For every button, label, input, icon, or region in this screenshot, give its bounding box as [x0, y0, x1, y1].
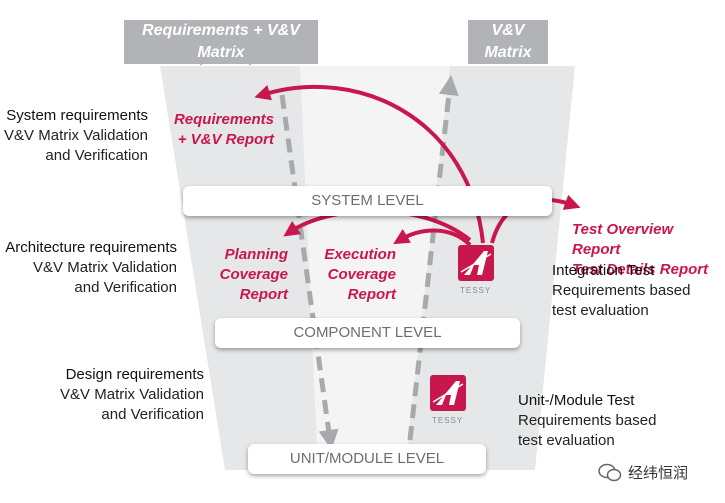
tessy-logo-icon-2	[430, 375, 466, 411]
execution-coverage-report-label: Execution Coverage Report	[316, 245, 396, 305]
design-req-title: Design requirements	[65, 366, 204, 383]
test-overview-line1: Test Overview Report	[572, 221, 674, 258]
architecture-requirements-label: Architecture requirements V&V Matrix Val…	[0, 238, 177, 298]
unit-line2: test evaluation	[518, 432, 615, 449]
tessy-logo-text-2: TESSY	[432, 416, 464, 425]
dashed-down-line	[279, 94, 339, 450]
system-requirements-label: System requirements V&V Matrix Validatio…	[0, 106, 148, 166]
integration-test-label: Integration Test Requirements based test…	[552, 261, 722, 321]
unit-line1: Requirements based	[518, 412, 657, 429]
integration-line1: Requirements based	[552, 282, 691, 299]
req-report-line2: + V&V Report	[177, 131, 274, 148]
execution-line1: Execution	[324, 246, 396, 263]
design-req-line2: and Verification	[101, 406, 204, 423]
arch-req-title: Architecture requirements	[5, 239, 177, 256]
test-overview-line2: Test Details Report	[572, 261, 709, 278]
tessy-logo-icon	[458, 245, 494, 281]
requirements-vv-matrix-box: Requirements + V&V Matrix	[124, 20, 318, 64]
tessy-a-icon	[460, 251, 492, 275]
unit-title: Unit-/Module Test	[518, 392, 635, 409]
vv-matrix-box: V&V Matrix	[468, 20, 548, 64]
planning-line3: Report	[239, 286, 288, 303]
execution-line3: Report	[347, 286, 396, 303]
arch-req-line2: and Verification	[74, 279, 177, 296]
funnel-center-band	[300, 66, 450, 470]
watermark-text: 经纬恒润	[628, 465, 689, 482]
test-overview-report-label: Test Overview Report Test Details Report	[572, 220, 722, 280]
planning-coverage-report-label: Planning Coverage Report	[210, 245, 288, 305]
system-req-line2: and Verification	[45, 147, 148, 164]
requirements-vv-report-label: Requirements + V&V Report	[170, 110, 274, 150]
tessy-logo-text: TESSY	[460, 286, 492, 295]
execution-line2: Coverage	[327, 266, 396, 283]
unit-module-test-label: Unit-/Module Test Requirements based tes…	[518, 391, 688, 451]
tessy-a-icon-2	[432, 381, 464, 405]
req-report-line1: Requirements	[173, 111, 274, 128]
system-req-title: System requirements	[6, 107, 148, 124]
system-req-line1: V&V Matrix Validation	[4, 127, 148, 144]
watermark: 经纬恒润	[598, 462, 688, 483]
design-requirements-label: Design requirements V&V Matrix Validatio…	[0, 365, 204, 425]
integration-line2: test evaluation	[552, 302, 649, 319]
arrow-to-execution-report	[393, 228, 472, 247]
planning-line1: Planning	[224, 246, 288, 263]
component-level-bar: COMPONENT LEVEL	[215, 318, 520, 348]
unit-level-bar: UNIT/MODULE LEVEL	[248, 444, 486, 474]
design-req-line1: V&V Matrix Validation	[60, 386, 204, 403]
integration-title: Integration Test	[552, 262, 655, 279]
arch-req-line1: V&V Matrix Validation	[33, 259, 177, 276]
wechat-icon	[598, 463, 622, 483]
system-level-bar: SYSTEM LEVEL	[183, 186, 552, 216]
planning-line2: Coverage	[219, 266, 288, 283]
